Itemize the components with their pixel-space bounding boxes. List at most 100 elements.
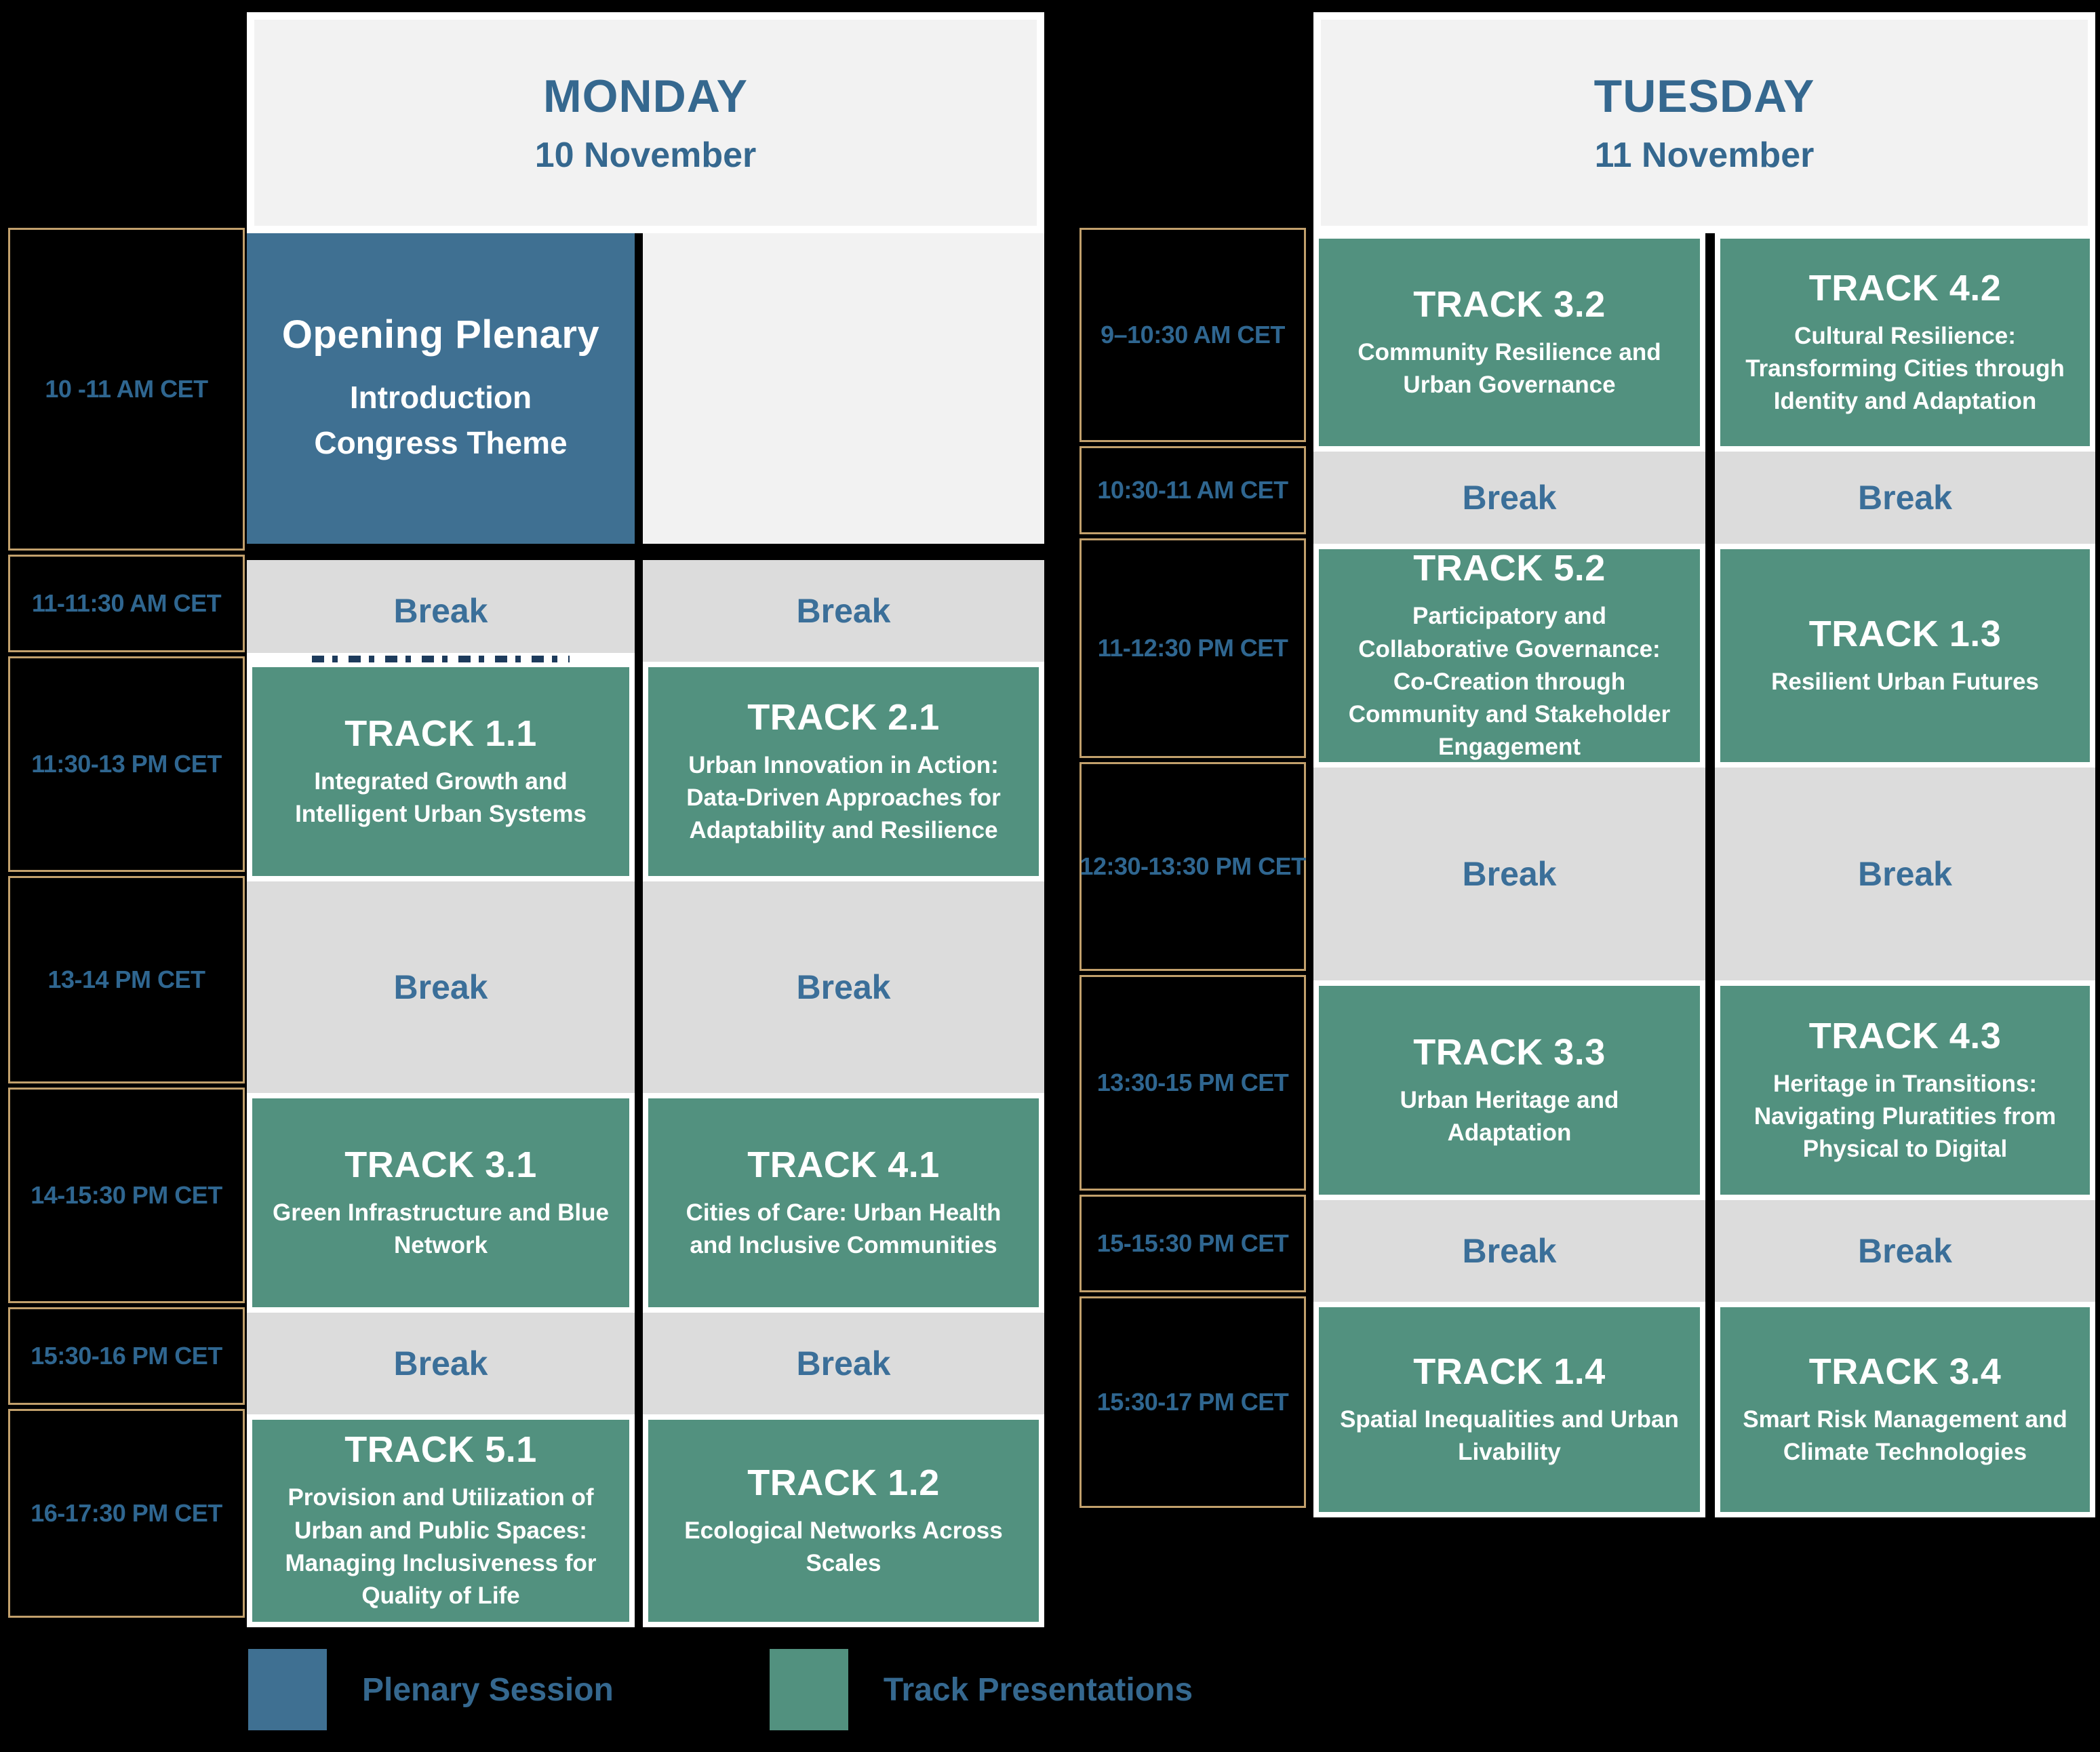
schedule-row: 15-15:30 PM CET Break Break xyxy=(1079,1195,2095,1302)
column-gap xyxy=(1705,1200,1715,1302)
session-cell-break: Break xyxy=(1715,768,2095,980)
schedule-row: 11-12:30 PM CET TRACK 5.2 Participatory … xyxy=(1079,538,2095,768)
session-subtitle: Introduction Congress Theme xyxy=(314,379,568,460)
session-title: TRACK 4.2 xyxy=(1808,267,2002,308)
session-title: TRACK 4.1 xyxy=(747,1144,940,1185)
session-cell-break: Break xyxy=(1313,1200,1705,1302)
session-subtitle: Participatory and Collaborative Governan… xyxy=(1348,603,1671,761)
schedule-row: 11-11:30 AM CET Break Break xyxy=(8,555,1044,662)
day-date: 11 November xyxy=(1594,136,1815,175)
time-cell: 15-15:30 PM CET xyxy=(1079,1195,1306,1292)
session-title: TRACK 1.2 xyxy=(747,1462,940,1503)
column-gap xyxy=(635,1313,643,1414)
time-label: 13:30-15 PM CET xyxy=(1096,1069,1289,1096)
break-label: Break xyxy=(1858,855,1952,893)
session-cell-track: TRACK 1.3 Resilient Urban Futures xyxy=(1715,544,2095,768)
break-label: Break xyxy=(1462,1232,1557,1270)
day-header-tuesday: TUESDAY 11 November xyxy=(1313,12,2095,233)
header-spacer xyxy=(8,12,247,233)
column-gap xyxy=(635,662,643,881)
session-subtitle: Spatial Inequalities and Urban Livabilit… xyxy=(1340,1406,1679,1465)
session-cell-break: Break xyxy=(247,881,635,1093)
session-cell-break: Break xyxy=(643,1313,1044,1414)
session-title: TRACK 3.3 xyxy=(1413,1031,1606,1073)
day-date: 10 November xyxy=(534,136,757,175)
session-cell-track: TRACK 4.1 Cities of Care: Urban Health a… xyxy=(643,1093,1044,1313)
schedule-row: 11:30-13 PM CET TRACK 1.1 Integrated Gro… xyxy=(8,656,1044,881)
schedule-row: 16-17:30 PM CET TRACK 5.1 Provision and … xyxy=(8,1409,1044,1627)
column-gap xyxy=(1705,1302,1715,1517)
session-cell-plenary: Opening Plenary Introduction Congress Th… xyxy=(247,233,635,544)
break-label: Break xyxy=(796,968,891,1006)
session-subtitle: Resilient Urban Futures xyxy=(1771,668,2039,695)
session-cell-empty xyxy=(643,233,1044,544)
session-cell-break: Break xyxy=(1313,768,1705,980)
time-cell: 13-14 PM CET xyxy=(8,876,245,1083)
session-title: TRACK 1.4 xyxy=(1413,1351,1606,1392)
session-cell-track: TRACK 1.1 Integrated Growth and Intellig… xyxy=(247,662,635,881)
session-cell-break: Break xyxy=(247,1313,635,1414)
session-cell-track: TRACK 5.1 Provision and Utilization of U… xyxy=(247,1414,635,1627)
column-gap xyxy=(1306,452,1313,544)
session-subtitle: Cultural Resilience: Transforming Cities… xyxy=(1745,322,2065,415)
schedule-row: 15:30-16 PM CET Break Break xyxy=(8,1307,1044,1414)
break-label: Break xyxy=(393,592,488,630)
session-cell-break: Break xyxy=(1715,452,2095,544)
column-gap xyxy=(1306,768,1313,980)
session-subtitle: Community Resilience and Urban Governanc… xyxy=(1358,338,1661,398)
day-title: TUESDAY xyxy=(1593,71,1815,122)
break-label: Break xyxy=(1858,1232,1952,1270)
column-gap xyxy=(635,1414,643,1627)
column-gap xyxy=(1705,233,1715,452)
session-title: TRACK 3.1 xyxy=(344,1144,537,1185)
schedule-row: 14-15:30 PM CET TRACK 3.1 Green Infrastr… xyxy=(8,1088,1044,1313)
time-label: 10:30-11 AM CET xyxy=(1097,476,1288,504)
session-subtitle: Smart Risk Management and Climate Techno… xyxy=(1743,1406,2067,1465)
time-cell: 9–10:30 AM CET xyxy=(1079,228,1306,442)
time-label: 14-15:30 PM CET xyxy=(31,1181,222,1209)
column-gap xyxy=(635,881,643,1093)
session-cell-break: Break xyxy=(643,881,1044,1093)
time-cell: 11-12:30 PM CET xyxy=(1079,538,1306,758)
session-cell-track: TRACK 1.4 Spatial Inequalities and Urban… xyxy=(1313,1302,1705,1517)
time-cell: 11:30-13 PM CET xyxy=(8,656,245,872)
schedule-row: 9–10:30 AM CET TRACK 3.2 Community Resil… xyxy=(1079,228,2095,452)
break-label: Break xyxy=(1462,479,1557,517)
legend-swatch-track xyxy=(769,1649,848,1730)
time-label: 11-12:30 PM CET xyxy=(1097,634,1288,662)
session-cell-track: TRACK 3.1 Green Infrastructure and Blue … xyxy=(247,1093,635,1313)
column-gap xyxy=(1306,233,1313,452)
session-cell-track: TRACK 3.4 Smart Risk Management and Clim… xyxy=(1715,1302,2095,1517)
session-subtitle: Heritage in Transitions: Navigating Plur… xyxy=(1754,1070,2057,1163)
time-cell: 12:30-13:30 PM CET xyxy=(1079,762,1306,971)
session-cell-break: Break xyxy=(1715,1200,2095,1302)
time-label: 11:30-13 PM CET xyxy=(31,750,222,778)
time-cell: 10 -11 AM CET xyxy=(8,228,245,551)
time-cell: 14-15:30 PM CET xyxy=(8,1088,245,1303)
time-label: 15-15:30 PM CET xyxy=(1096,1229,1289,1257)
session-title: TRACK 5.1 xyxy=(344,1429,537,1471)
session-subtitle: Urban Heritage and Adaptation xyxy=(1400,1086,1619,1146)
time-label: 13-14 PM CET xyxy=(47,965,205,993)
schedule-row: 10:30-11 AM CET Break Break xyxy=(1079,446,2095,544)
session-title: TRACK 1.1 xyxy=(344,713,537,754)
session-subtitle: Urban Innovation in Action: Data-Driven … xyxy=(686,751,1001,844)
day-title: MONDAY xyxy=(543,71,748,122)
header-row: TUESDAY 11 November xyxy=(1079,12,2095,233)
break-label: Break xyxy=(1462,855,1557,893)
time-label: 11-11:30 AM CET xyxy=(31,589,222,617)
column-gap xyxy=(1705,544,1715,768)
legend-swatch-plenary xyxy=(248,1649,327,1730)
break-label: Break xyxy=(1858,479,1952,517)
time-cell: 16-17:30 PM CET xyxy=(8,1409,245,1618)
break-label: Break xyxy=(393,1345,488,1382)
session-title: TRACK 3.4 xyxy=(1808,1351,2002,1392)
session-cell-track: TRACK 3.3 Urban Heritage and Adaptation xyxy=(1313,980,1705,1200)
schedule-row: 12:30-13:30 PM CET Break Break xyxy=(1079,762,2095,980)
session-cell-track: TRACK 4.3 Heritage in Transitions: Navig… xyxy=(1715,980,2095,1200)
session-title: Opening Plenary xyxy=(281,312,600,357)
column-gap xyxy=(1306,544,1313,768)
column-gap xyxy=(1705,768,1715,980)
session-cell-track: TRACK 4.2 Cultural Resilience: Transform… xyxy=(1715,233,2095,452)
column-gap xyxy=(1705,452,1715,544)
